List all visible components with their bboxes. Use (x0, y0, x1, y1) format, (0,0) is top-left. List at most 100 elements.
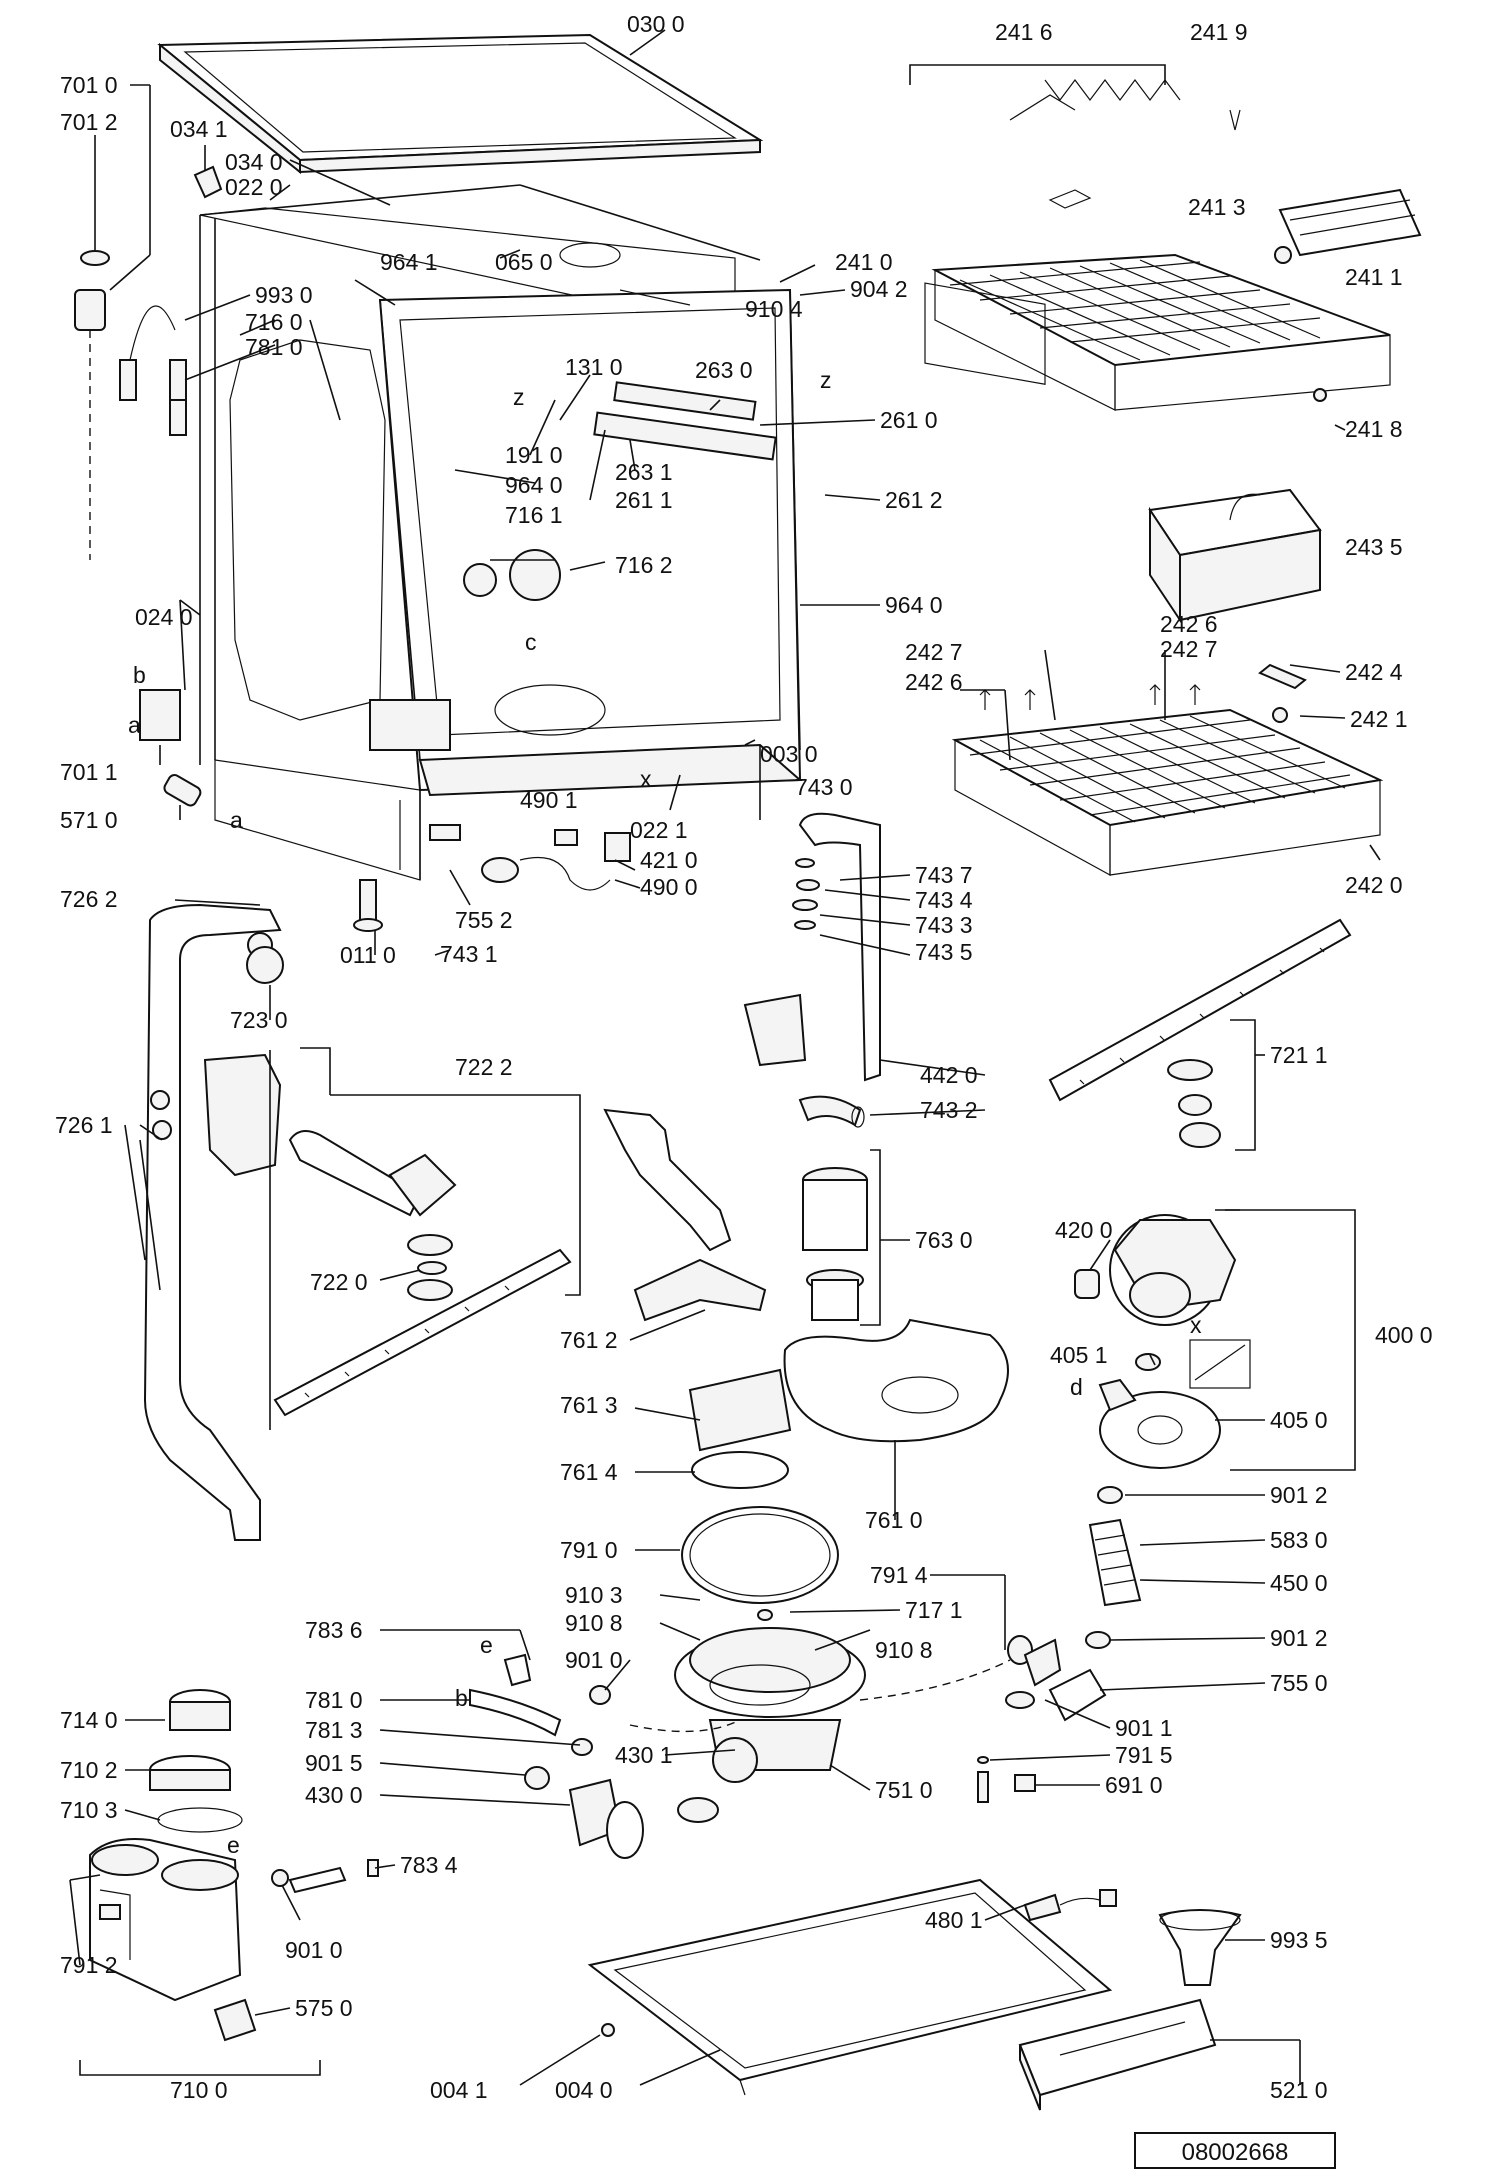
label-521-0: 521 0 (1270, 2077, 1328, 2103)
label-131-0: 131 0 (565, 354, 623, 380)
label-421-0: 421 0 (640, 847, 698, 873)
label-490-1: 490 1 (520, 787, 578, 813)
label-964-0-right: 964 0 (885, 592, 943, 618)
part-circulation-pump (1074, 1214, 1251, 1469)
label-901-5: 901 5 (305, 1750, 363, 1776)
label-755-0: 755 0 (1270, 1670, 1328, 1696)
label-743-0: 743 0 (795, 774, 853, 800)
label-723-0: 723 0 (230, 1007, 288, 1033)
label-691-0: 691 0 (1105, 1772, 1163, 1798)
label-761-3: 761 3 (560, 1392, 618, 1418)
label-583-0: 583 0 (1270, 1527, 1328, 1553)
label-430-0: 430 0 (305, 1782, 363, 1808)
part-upper-basket (924, 79, 1422, 411)
label-022-1: 022 1 (630, 817, 688, 843)
marker-b-hose: b (455, 1685, 468, 1711)
label-034-1: 034 1 (170, 116, 228, 142)
label-910-3: 910 3 (565, 1582, 623, 1608)
label-024-0: 024 0 (135, 604, 193, 630)
label-241-1: 241 1 (1345, 264, 1403, 290)
label-241-6: 241 6 (995, 19, 1053, 45)
label-791-4: 791 4 (870, 1562, 928, 1588)
label-242-0: 242 0 (1345, 872, 1403, 898)
label-701-1: 701 1 (60, 759, 118, 785)
part-lower-basket (951, 663, 1384, 877)
marker-x-pump: x (1190, 1312, 1202, 1338)
marker-a-right: a (230, 807, 243, 833)
label-761-2: 761 2 (560, 1327, 618, 1353)
group-leaders (69, 29, 1381, 2086)
group-part-labels: 030 0 701 0 701 2 034 1 034 0 022 0 241 … (55, 11, 1433, 2103)
label-763-0: 763 0 (915, 1227, 973, 1253)
label-901-2-bottom: 901 2 (1270, 1625, 1328, 1651)
label-993-5: 993 5 (1270, 1927, 1328, 1953)
label-964-1: 964 1 (380, 249, 438, 275)
label-242-6-left: 242 6 (905, 669, 963, 695)
label-442-0: 442 0 (920, 1062, 978, 1088)
label-571-0: 571 0 (60, 807, 118, 833)
label-241-8: 241 8 (1345, 416, 1403, 442)
label-241-3: 241 3 (1188, 194, 1246, 220)
label-242-4: 242 4 (1345, 659, 1403, 685)
label-751-0: 751 0 (875, 1777, 933, 1803)
label-791-2: 791 2 (60, 1952, 118, 1978)
doc-number-box (1134, 2132, 1336, 2169)
part-filter-area (603, 1108, 1009, 1604)
label-420-0: 420 0 (1055, 1217, 1113, 1243)
label-710-3: 710 3 (60, 1797, 118, 1823)
marker-b-top: b (133, 662, 146, 688)
label-003-0: 003 0 (760, 741, 818, 767)
part-water-inlet (429, 812, 881, 1128)
label-714-0: 714 0 (60, 1707, 118, 1733)
label-722-0: 722 0 (310, 1269, 368, 1295)
label-034-0: 034 0 (225, 149, 283, 175)
label-726-2: 726 2 (60, 886, 118, 912)
label-022-0: 022 0 (225, 174, 283, 200)
marker-e-salt: e (227, 1832, 240, 1858)
label-791-0: 791 0 (560, 1537, 618, 1563)
label-901-2-top: 901 2 (1270, 1482, 1328, 1508)
label-400-0: 400 0 (1375, 1322, 1433, 1348)
label-743-7: 743 7 (915, 862, 973, 888)
part-left-fittings (74, 165, 383, 932)
label-743-5: 743 5 (915, 939, 973, 965)
label-721-1: 721 1 (1270, 1042, 1328, 1068)
label-261-2: 261 2 (885, 487, 943, 513)
label-430-1: 430 1 (615, 1742, 673, 1768)
label-910-4: 910 4 (745, 296, 803, 322)
label-781-0-top: 781 0 (245, 334, 303, 360)
label-710-0: 710 0 (170, 2077, 228, 2103)
label-716-0: 716 0 (245, 309, 303, 335)
label-405-0: 405 0 (1270, 1407, 1328, 1433)
label-450-0: 450 0 (1270, 1570, 1328, 1596)
label-781-3: 781 3 (305, 1717, 363, 1743)
label-904-2: 904 2 (850, 276, 908, 302)
marker-e-hose: e (480, 1632, 493, 1658)
label-243-5: 243 5 (1345, 534, 1403, 560)
label-261-1: 261 1 (615, 487, 673, 513)
part-salt-container (89, 1689, 379, 2042)
label-242-1: 242 1 (1350, 706, 1408, 732)
label-743-2: 743 2 (920, 1097, 978, 1123)
label-743-3: 743 3 (915, 912, 973, 938)
label-575-0: 575 0 (295, 1995, 353, 2021)
label-761-0: 761 0 (865, 1507, 923, 1533)
label-993-0: 993 0 (255, 282, 313, 308)
label-480-1: 480 1 (925, 1907, 983, 1933)
label-716-1: 716 1 (505, 502, 563, 528)
label-011-0: 011 0 (340, 942, 396, 968)
label-722-2: 722 2 (455, 1054, 513, 1080)
label-004-0: 004 0 (555, 2077, 613, 2103)
label-781-0-bottom: 781 0 (305, 1687, 363, 1713)
part-cabinet-frame (199, 184, 803, 881)
label-901-0-top: 901 0 (565, 1647, 623, 1673)
label-716-2: 716 2 (615, 552, 673, 578)
label-242-7-left: 242 7 (905, 639, 963, 665)
label-761-4: 761 4 (560, 1459, 618, 1485)
label-755-2: 755 2 (455, 907, 513, 933)
marker-c: c (525, 629, 537, 655)
marker-d: d (1070, 1374, 1083, 1400)
marker-a-left: a (128, 712, 141, 738)
